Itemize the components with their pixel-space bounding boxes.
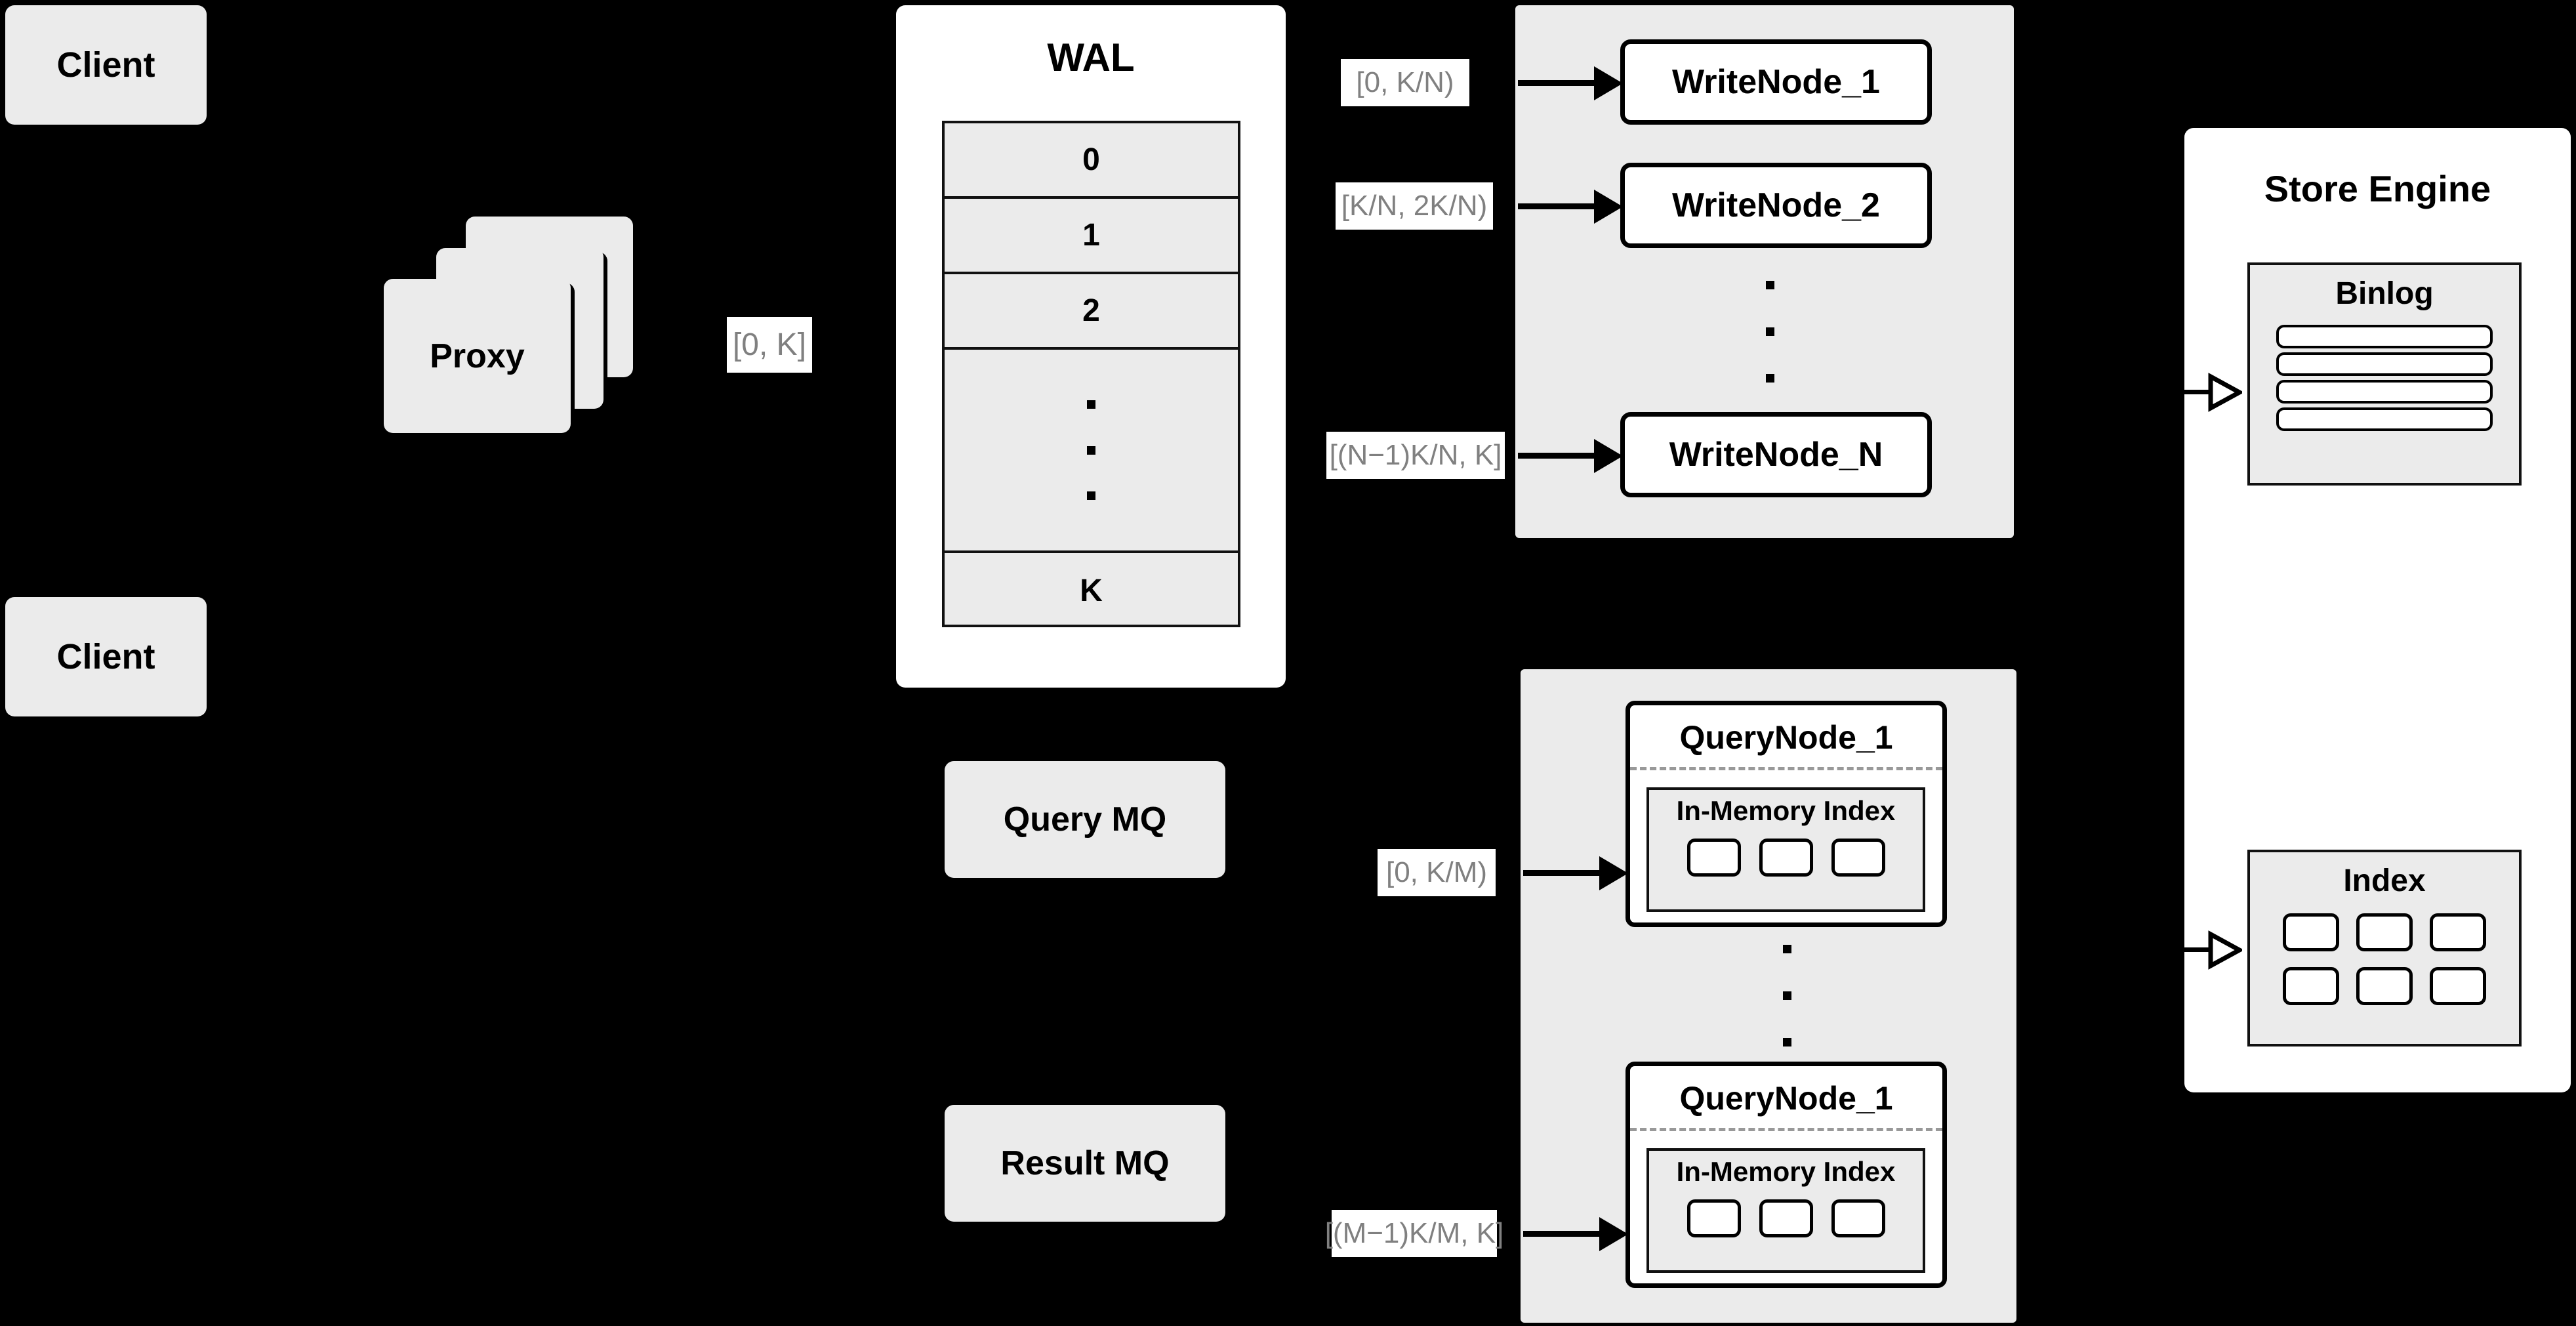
query-node-m-divider: [1630, 1128, 1942, 1131]
result-mq-label: Result MQ: [1000, 1144, 1170, 1182]
client-node-2-label: Client: [56, 637, 155, 676]
wal-cell-k[interactable]: K: [1080, 573, 1103, 608]
binlog-inbound-arrowhead-icon: [2208, 373, 2242, 412]
edge-label-proxy-to-wal: [0, K]: [727, 317, 812, 373]
index-cell[interactable]: [2430, 967, 2486, 1005]
edge-label-query-node-1: [0, K/M): [1378, 849, 1496, 896]
edge-label-write-node-1: [0, K/N): [1341, 59, 1469, 106]
query-node-m[interactable]: QueryNode_1 In-Memory Index: [1625, 1062, 1947, 1288]
query-node-m-arrowhead-icon: [1599, 1217, 1628, 1251]
client-node-2[interactable]: Client: [5, 597, 207, 716]
write-node-2-arrow-line: [1518, 203, 1603, 209]
query-node-m-index-segment[interactable]: [1687, 1199, 1741, 1237]
query-node-vertical-ellipsis-icon: [1782, 945, 1792, 1046]
index-box: Index: [2247, 850, 2522, 1046]
binlog-inbound-line: [2175, 390, 2213, 394]
binlog-entry[interactable]: [2276, 407, 2493, 431]
query-node-1-in-memory-index-label: In-Memory Index: [1676, 795, 1896, 826]
query-node-1-index-segment[interactable]: [1687, 839, 1741, 877]
write-node-n-label: WriteNode_N: [1669, 436, 1883, 474]
wal-cell-0[interactable]: 0: [945, 123, 1238, 199]
query-node-1-arrowhead-icon: [1599, 856, 1628, 890]
wal-title: WAL: [1047, 35, 1135, 79]
index-cell[interactable]: [2283, 913, 2339, 951]
index-cell[interactable]: [2283, 967, 2339, 1005]
index-inbound-line: [2175, 947, 2213, 952]
write-node-2-label: WriteNode_2: [1672, 186, 1880, 224]
binlog-entry[interactable]: [2276, 380, 2493, 404]
query-node-m-in-memory-index-label: In-Memory Index: [1676, 1156, 1896, 1187]
edge-label-write-node-n: [(N−1)K/N, K]: [1326, 432, 1505, 479]
wal-cell-1[interactable]: 1: [945, 199, 1238, 274]
write-node-1-arrow-line: [1518, 80, 1603, 86]
write-node-1-arrowhead-icon: [1594, 66, 1623, 100]
write-node-2-arrowhead-icon: [1594, 190, 1623, 224]
wal-panel: WAL 0 1 2 K: [896, 5, 1286, 688]
index-inbound-arrowhead-icon: [2208, 930, 2242, 970]
index-title: Index: [2343, 863, 2426, 898]
write-node-vertical-ellipsis-icon: [1765, 281, 1775, 383]
query-node-1-index-segment[interactable]: [1759, 839, 1813, 877]
query-mq-node[interactable]: Query MQ: [945, 761, 1225, 878]
index-cell[interactable]: [2356, 967, 2413, 1005]
edge-label-write-node-2: [K/N, 2K/N): [1336, 182, 1493, 230]
proxy-node-label: Proxy: [430, 337, 525, 375]
wal-cell-ellipsis: [945, 350, 1238, 553]
query-node-m-index-segment[interactable]: [1831, 1199, 1885, 1237]
binlog-box: Binlog: [2247, 262, 2522, 486]
write-node-n-arrow-line: [1518, 453, 1603, 459]
binlog-title: Binlog: [2335, 276, 2434, 311]
index-cell[interactable]: [2430, 913, 2486, 951]
proxy-node[interactable]: Proxy: [384, 279, 571, 433]
query-node-group: QueryNode_1 In-Memory Index QueryNode_1 …: [1521, 669, 2016, 1323]
query-node-m-label: QueryNode_1: [1679, 1080, 1893, 1117]
query-node-1-in-memory-index: In-Memory Index: [1646, 787, 1925, 912]
query-node-1[interactable]: QueryNode_1 In-Memory Index: [1625, 701, 1947, 927]
write-node-2[interactable]: WriteNode_2: [1620, 163, 1932, 248]
wal-cell-2[interactable]: 2: [945, 274, 1238, 350]
binlog-entry[interactable]: [2276, 325, 2493, 348]
wal-table: 0 1 2 K: [942, 121, 1240, 627]
client-node-1[interactable]: Client: [5, 5, 207, 125]
query-node-1-divider: [1630, 767, 1942, 770]
index-cell[interactable]: [2356, 913, 2413, 951]
query-node-1-arrow-line: [1523, 870, 1608, 876]
store-engine-panel: Store Engine Binlog Index: [2184, 128, 2571, 1092]
edge-label-query-node-m: [(M−1)K/M, K]: [1325, 1210, 1503, 1257]
write-node-n-arrowhead-icon: [1594, 439, 1623, 473]
write-node-n[interactable]: WriteNode_N: [1620, 412, 1932, 497]
proxy-to-wal-line: [656, 342, 722, 346]
binlog-entry[interactable]: [2276, 352, 2493, 376]
write-node-1-label: WriteNode_1: [1672, 63, 1880, 101]
query-node-m-arrow-line: [1523, 1231, 1608, 1237]
query-node-1-label: QueryNode_1: [1679, 719, 1893, 756]
write-node-1[interactable]: WriteNode_1: [1620, 39, 1932, 125]
store-engine-title: Store Engine: [2264, 168, 2491, 209]
query-node-1-index-segment[interactable]: [1831, 839, 1885, 877]
query-node-m-index-segment[interactable]: [1759, 1199, 1813, 1237]
wal-vertical-ellipsis-icon: [1087, 400, 1095, 500]
result-mq-node[interactable]: Result MQ: [945, 1105, 1225, 1222]
proxy-stack[interactable]: Proxy: [384, 217, 672, 433]
client-node-1-label: Client: [56, 45, 155, 85]
query-node-m-in-memory-index: In-Memory Index: [1646, 1148, 1925, 1273]
query-mq-label: Query MQ: [1003, 800, 1167, 839]
